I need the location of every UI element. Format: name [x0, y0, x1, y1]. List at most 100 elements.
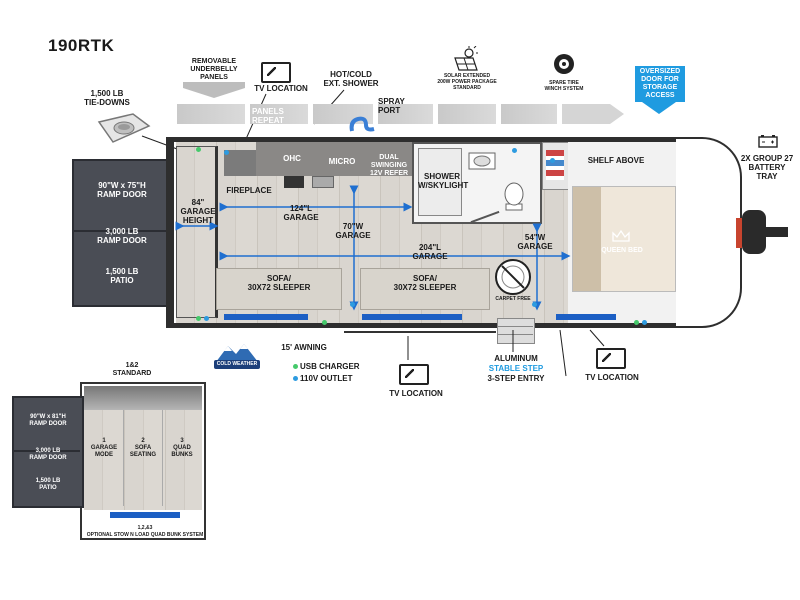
inset-standard-label: 1&2 STANDARD — [112, 362, 152, 377]
front-cap — [676, 137, 742, 328]
spare-tire-label: SPARE TIRE WINCH SYSTEM — [544, 80, 584, 92]
oversized-door-label: OVERSIZED DOOR FOR STORAGE ACCESS — [635, 66, 685, 102]
inset-mode1-label: 1 GARAGE MODE — [90, 438, 118, 458]
shelf-above-label: SHELF ABOVE — [587, 156, 645, 165]
tv-location-top-label: TV LOCATION — [254, 84, 308, 93]
outlet-dot — [224, 150, 229, 155]
inset-ramp-size-label: 90"W x 81"H RAMP DOOR — [29, 414, 67, 427]
carpet-free-badge — [495, 259, 531, 295]
down-arrow-icon — [183, 82, 245, 98]
sofa-left — [216, 268, 342, 310]
queen-bed — [572, 186, 676, 292]
entry-step-line — [497, 326, 533, 327]
entry-step-line-2 — [497, 334, 533, 335]
trailer-wall-rear — [166, 137, 174, 328]
garage-124-dim: 124"L GARAGE — [283, 204, 319, 222]
tie-downs-label: 1,500 LB TIE-DOWNS — [84, 89, 130, 107]
oversized-door-arrow — [642, 102, 676, 114]
bathroom-sink-icon — [468, 152, 496, 170]
outlet-dot — [204, 316, 209, 321]
kitchen-counter — [256, 142, 412, 176]
patio-label: 1,500 LB PATIO — [105, 267, 139, 285]
fireplace — [224, 150, 256, 176]
crown-icon — [612, 230, 630, 242]
usb-dot — [634, 320, 639, 325]
cold-weather-badge — [214, 344, 260, 369]
panels-repeat-label: PANELS REPEAT — [252, 107, 284, 125]
ramp-divider — [74, 230, 168, 232]
inset-upper-shade — [84, 386, 202, 410]
solar-label: SOLAR EXTENDED 200W POWER PACKAGE STANDA… — [437, 73, 497, 91]
trailer-wall-bottom — [166, 323, 676, 328]
inset-mode2-label: 2 SOFA SEATING — [129, 438, 157, 458]
outlet-dot — [532, 302, 537, 307]
carpet-free-label: CARPET FREE — [495, 296, 531, 302]
window-strip-right — [556, 314, 616, 320]
usb-dot — [196, 147, 201, 152]
sink — [312, 176, 334, 188]
stove-cooktop — [284, 176, 304, 188]
removable-panels-label: REMOVABLE UNDERBELLY PANELS — [190, 58, 238, 81]
legend-usb-dot — [293, 364, 298, 369]
ramp-rating-label: 3,000 LB RAMP DOOR — [97, 227, 147, 245]
sofa-right-label: SOFA/ 30x72 SLEEPER — [393, 274, 457, 292]
step-line2-label: STABLE STEP — [488, 364, 544, 373]
underbelly-bar-2 — [250, 104, 308, 124]
awning-label: 15' AWNING — [281, 343, 327, 352]
sofa-left-label: SOFA/ 30x72 SLEEPER — [247, 274, 311, 292]
underbelly-bar-4 — [378, 104, 433, 124]
inset-window-strip — [110, 512, 180, 518]
step-line1-label: ALUMINUM — [494, 354, 538, 363]
spare-tire-icon — [554, 54, 574, 74]
legend-usb-label: USB CHARGER — [300, 362, 360, 371]
tv-icon — [399, 364, 429, 385]
battery-tray-label: 2X GROUP 27 BATTERY TRAY — [740, 154, 794, 181]
step-line3-label: 3-STEP ENTRY — [487, 374, 545, 383]
ohc-label: OHC — [283, 154, 301, 163]
shower-hose-icon — [349, 116, 375, 132]
tie-down-icon — [97, 113, 151, 143]
inset-ramp-door — [12, 396, 84, 508]
inset-ramp-divider — [14, 450, 80, 452]
outlet-dot — [512, 148, 517, 153]
garage-54-dim: 54"W GARAGE — [517, 233, 553, 251]
legend-outlet-dot — [293, 376, 298, 381]
awning-line — [344, 331, 496, 333]
cold-weather-label: COLD WEATHER — [216, 361, 258, 367]
tv-icon — [261, 62, 291, 83]
outlet-dot — [350, 302, 355, 307]
entry-step — [497, 318, 535, 344]
queen-bed-label: QUEEN BED — [601, 247, 643, 254]
shower-label: SHOWER w/SKYLIGHT — [418, 172, 469, 190]
sofa-right — [360, 268, 490, 310]
underbelly-bar-5 — [438, 104, 496, 124]
usb-dot — [196, 316, 201, 321]
spray-port-label: SPRAY PORT — [378, 97, 405, 115]
underbelly-bar-1 — [177, 104, 245, 124]
tv-location-right-label: TV LOCATION — [585, 373, 639, 382]
battery-icon — [758, 135, 778, 148]
garage-204-dim: 204"L GARAGE — [412, 243, 448, 261]
underbelly-bar-6 — [501, 104, 557, 124]
outlet-dot — [550, 158, 555, 163]
inset-divider-1 — [123, 410, 124, 506]
fireplace-label: FIREPLACE — [226, 186, 272, 195]
underbelly-bar-arrow — [562, 104, 624, 124]
window-strip-mid — [362, 314, 462, 320]
ramp-size-label: 90"W x 75"H RAMP DOOR — [97, 181, 147, 199]
micro-label: MICRO — [328, 157, 356, 166]
usb-dot — [322, 320, 327, 325]
tv-location-mid-label: TV LOCATION — [389, 389, 443, 398]
hot-cold-shower-label: HOT/COLD EXT. SHOWER — [323, 70, 379, 88]
tv-icon — [596, 348, 626, 369]
solar-panel-icon — [454, 46, 478, 71]
window-strip-left — [224, 314, 308, 320]
inset-caption: 1,2,&3 OPTIONAL STOW N LOAD QUAD BUNK SY… — [86, 525, 204, 538]
outlet-dot — [642, 320, 647, 325]
model-title: 190RTK — [48, 36, 115, 55]
garage-70-dim: 70"W GARAGE — [335, 222, 371, 240]
hitch-reflector — [736, 218, 742, 248]
hitch-coupler — [762, 227, 788, 237]
garage-height-dim: 84" GARAGE HEIGHT — [180, 198, 216, 225]
